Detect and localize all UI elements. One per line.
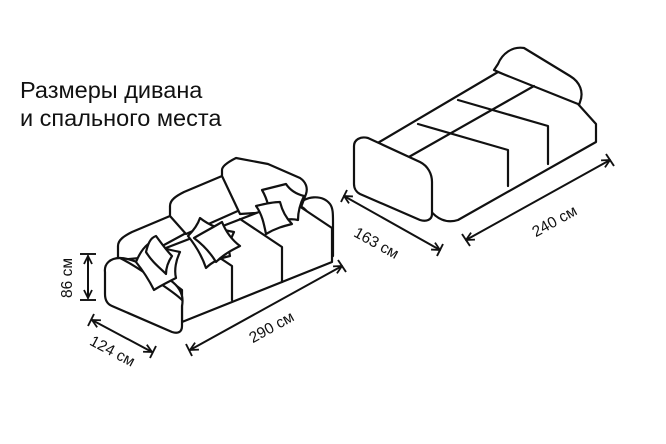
sofa-depth-label: 124 см — [87, 333, 138, 371]
sofa-pillow-4 — [192, 220, 242, 264]
dimension-sofa-depth: 124 см — [87, 313, 157, 371]
bed-length-label: 240 см — [529, 202, 580, 240]
bed-width-label: 163 см — [351, 224, 402, 262]
bed-seam-long-2 — [456, 98, 550, 166]
title-line-1: Размеры дивана — [20, 77, 203, 103]
diagram-title: Размеры дивана и спального места — [20, 76, 221, 132]
sofa-pillow-6 — [254, 200, 294, 236]
sofa-height-label: 86 см — [59, 258, 76, 298]
bed-illustration — [352, 46, 598, 223]
bed-backrest — [492, 46, 583, 110]
sofa-illustration — [103, 156, 335, 334]
title-line-2: и спального места — [20, 105, 222, 131]
dimension-sofa-height: 86 см — [59, 253, 96, 301]
sofa-pillow-2 — [144, 234, 174, 276]
bed-seam-cross — [398, 84, 536, 164]
